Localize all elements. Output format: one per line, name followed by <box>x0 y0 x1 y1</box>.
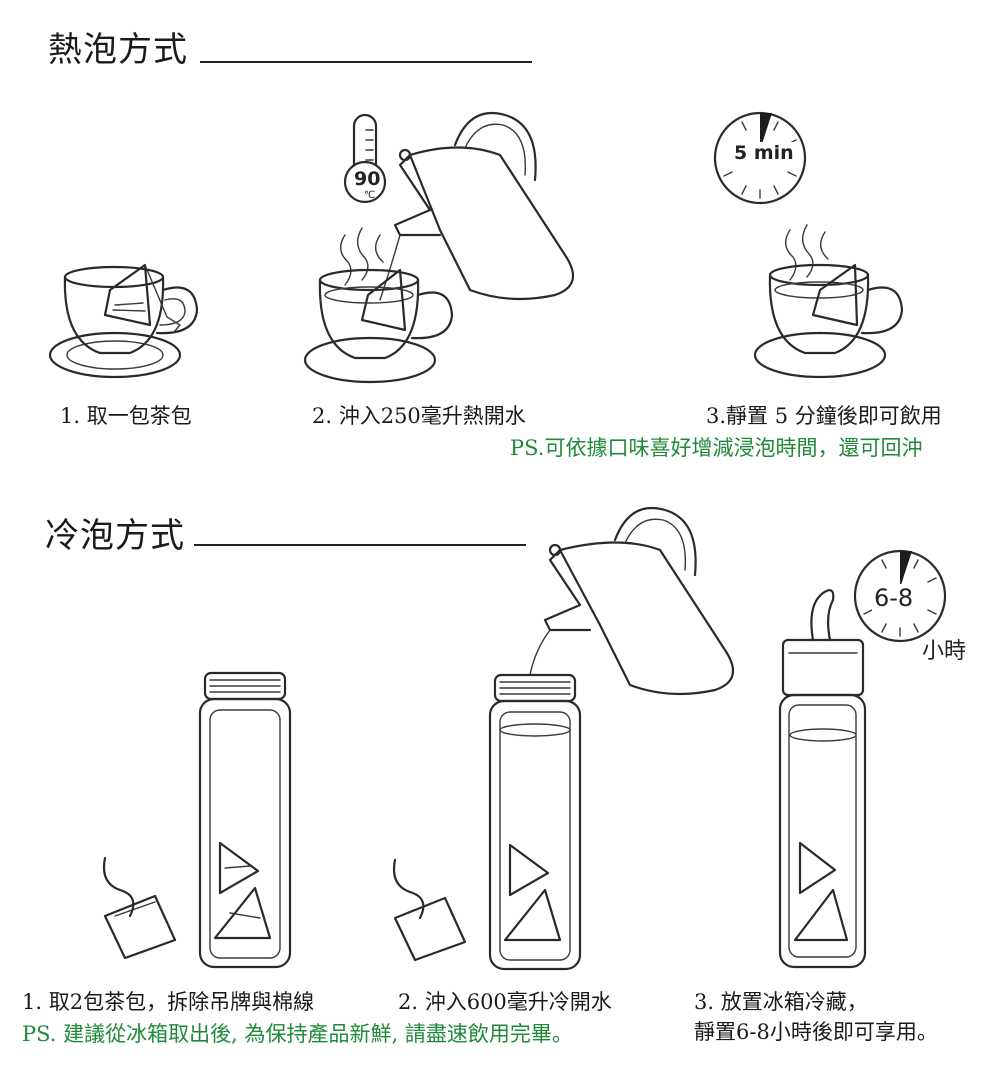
cold-step-3-line2: 靜置6-8小時後即可享用。 <box>694 1020 938 1044</box>
cold-note: PS. 建議從冰箱取出後, 為保持產品新鮮, 請盡速飲用完畢。 <box>22 1022 573 1046</box>
cold-step-1: 1. 取2包茶包，拆除吊牌與棉線 <box>22 990 315 1014</box>
hot-section-title: 熱泡方式 <box>48 30 188 70</box>
timer-label: 5 min <box>732 142 796 164</box>
hot-note: PS.可依據口味喜好增減浸泡時間，還可回沖 <box>510 436 923 460</box>
hot-step-1: 1. 取一包茶包 <box>60 404 192 428</box>
hot-step-3: 3.靜置 5 分鐘後即可飲用 <box>706 404 942 428</box>
cold-section-title: 冷泡方式 <box>45 516 185 556</box>
thermometer-unit: ℃ <box>364 190 376 201</box>
teacup-with-teabag-illustration <box>48 263 199 379</box>
timer-6-8-label: 6-8 <box>872 584 916 612</box>
cold-step-3-line1: 3. 放置冰箱冷藏， <box>694 990 868 1014</box>
teacup-kettle-pouring-illustration <box>303 111 575 384</box>
bottle-kettle-pouring-illustration <box>392 506 735 971</box>
cold-title-rule <box>194 544 526 546</box>
hot-title-rule <box>200 61 532 63</box>
capped-bottle-illustration <box>778 589 867 969</box>
steeping-teacup-illustration <box>753 224 904 379</box>
hot-step-2: 2. 沖入250毫升熱開水 <box>312 404 526 428</box>
bottle-with-teabags-illustration <box>102 671 292 969</box>
thermometer-icon <box>343 113 387 204</box>
timer-6-8-unit: 小時 <box>922 639 967 664</box>
thermometer-temp: 90 <box>354 168 381 190</box>
cold-step-2: 2. 沖入600毫升冷開水 <box>398 990 612 1014</box>
